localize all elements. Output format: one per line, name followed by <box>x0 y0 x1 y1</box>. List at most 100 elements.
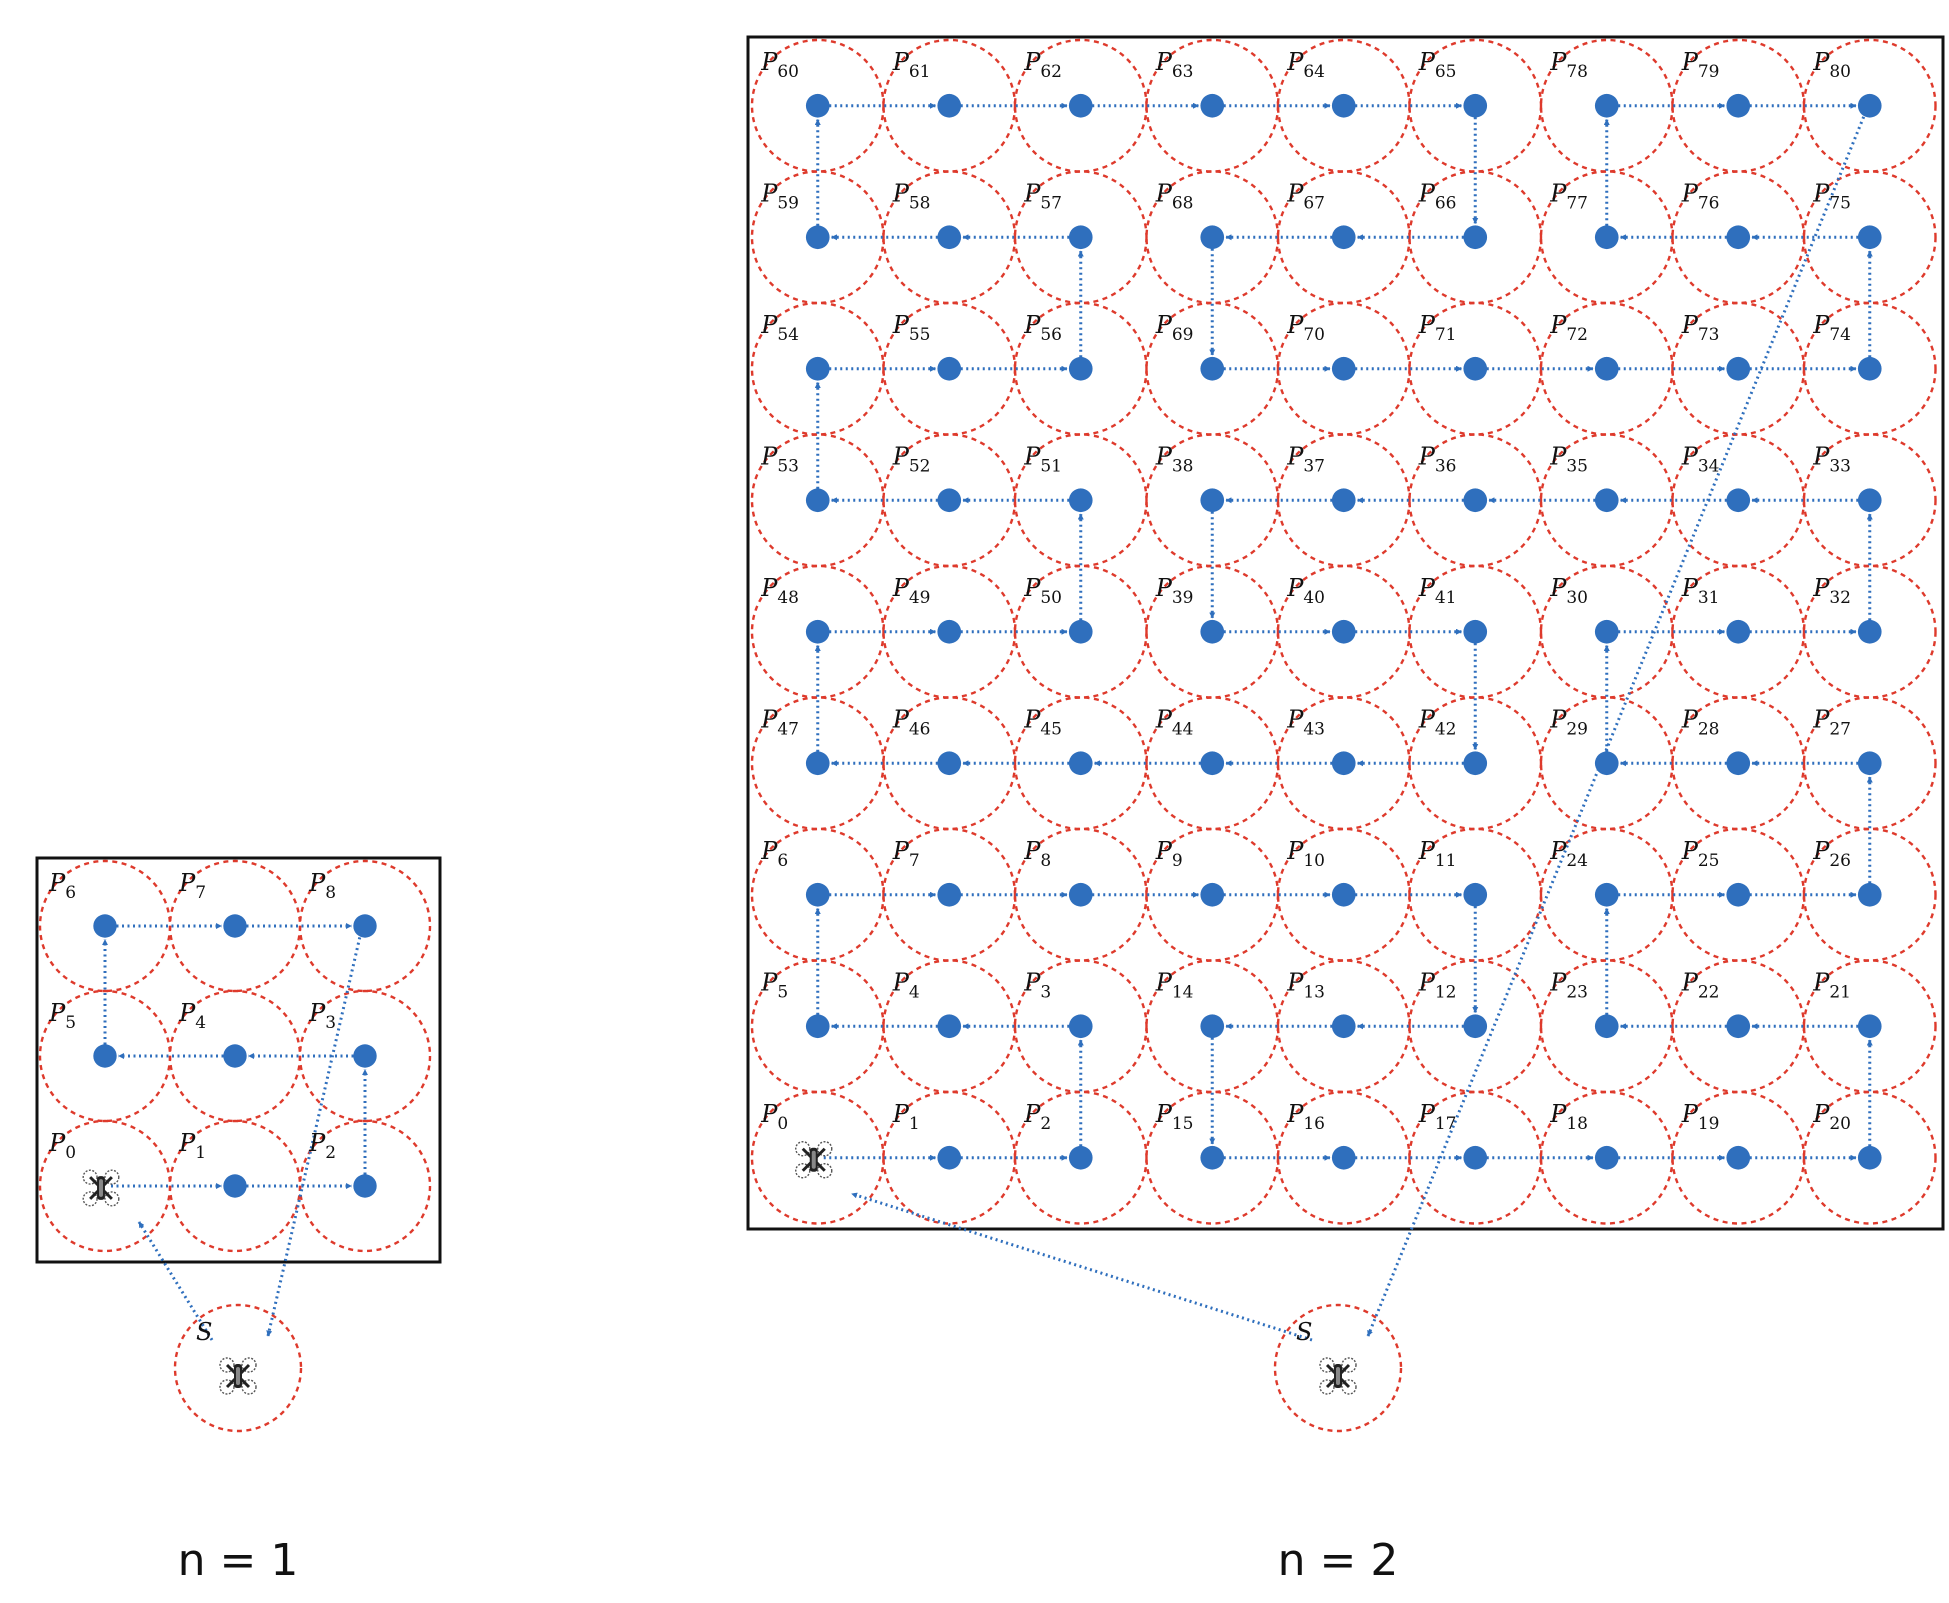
waypoint <box>1857 93 1882 118</box>
waypoint <box>1200 488 1225 513</box>
waypoint-label: P43 <box>1286 706 1325 740</box>
coverage-circle <box>298 1119 432 1253</box>
waypoint <box>1200 1014 1225 1039</box>
coverage-circle <box>1276 827 1411 962</box>
waypoint-label: P29 <box>1549 706 1588 740</box>
waypoint-label: P3 <box>308 999 336 1033</box>
waypoint-label: P64 <box>1286 48 1325 82</box>
waypoint-label: P7 <box>892 837 920 871</box>
waypoint-label: P76 <box>1681 180 1720 214</box>
coverage-circle <box>1408 38 1543 173</box>
caption-n2: n = 2 <box>1278 1535 1399 1586</box>
waypoint-label: P53 <box>760 443 799 477</box>
waypoint-label: P50 <box>1023 574 1062 608</box>
coverage-circle <box>1671 1090 1806 1225</box>
waypoint <box>805 225 830 250</box>
coverage-circle <box>1013 564 1148 699</box>
coverage-circle <box>750 1090 885 1225</box>
waypoint-label: P16 <box>1286 1100 1325 1134</box>
coverage-circle <box>1671 301 1806 436</box>
waypoint-label: P52 <box>892 443 931 477</box>
waypoint-label: P11 <box>1418 837 1457 871</box>
waypoint <box>1331 356 1356 381</box>
waypoint <box>1726 93 1751 118</box>
waypoint-label: P20 <box>1812 1100 1851 1134</box>
waypoint-label: P79 <box>1681 48 1720 82</box>
waypoint <box>1594 225 1619 250</box>
waypoint-label: P69 <box>1155 311 1194 345</box>
waypoint <box>1594 751 1619 776</box>
return-path <box>1366 111 1868 1337</box>
coverage-circle <box>1145 38 1280 173</box>
waypoint-label: P7 <box>178 869 206 903</box>
drone-icon <box>81 1168 121 1208</box>
waypoint <box>805 619 830 644</box>
waypoint <box>1331 882 1356 907</box>
waypoint <box>1068 619 1093 644</box>
coverage-circle <box>1539 959 1674 1094</box>
coverage-circle <box>1671 170 1806 305</box>
waypoint <box>93 1044 117 1068</box>
waypoint <box>937 1145 962 1170</box>
waypoint <box>1331 225 1356 250</box>
waypoint-label: P77 <box>1549 180 1588 214</box>
waypoint-label: P23 <box>1549 969 1588 1003</box>
waypoint <box>223 1044 247 1068</box>
coverage-circle <box>1671 696 1806 831</box>
coverage-circle <box>1145 170 1280 305</box>
waypoint-label: P0 <box>760 1100 788 1134</box>
waypoint <box>353 914 377 938</box>
waypoint <box>937 882 962 907</box>
coverage-circle <box>1408 170 1543 305</box>
coverage-circle <box>1802 301 1937 436</box>
coverage-circle <box>1013 301 1148 436</box>
coverage-circle <box>1145 696 1280 831</box>
waypoint <box>1594 882 1619 907</box>
waypoint <box>937 93 962 118</box>
waypoint <box>1200 1145 1225 1170</box>
waypoint <box>1726 225 1751 250</box>
coverage-circle <box>1276 433 1411 568</box>
waypoint-label: P72 <box>1549 311 1588 345</box>
coverage-circle <box>1276 38 1411 173</box>
coverage-circle <box>1539 696 1674 831</box>
waypoint-label: P1 <box>892 1100 920 1134</box>
waypoint <box>1331 488 1356 513</box>
waypoint-label: P32 <box>1812 574 1851 608</box>
coverage-circle <box>750 170 885 305</box>
coverage-circle <box>1013 1090 1148 1225</box>
waypoint-label: P17 <box>1418 1100 1457 1134</box>
waypoint <box>1331 1145 1356 1170</box>
coverage-circle <box>750 696 885 831</box>
waypoint <box>1200 619 1225 644</box>
waypoint-label: P4 <box>178 999 206 1033</box>
waypoint <box>1594 488 1619 513</box>
waypoint <box>937 225 962 250</box>
waypoint <box>1726 882 1751 907</box>
waypoint <box>1331 751 1356 776</box>
waypoint <box>1463 93 1488 118</box>
coverage-circle <box>882 301 1017 436</box>
waypoint <box>805 751 830 776</box>
waypoint-label: P2 <box>1023 1100 1051 1134</box>
coverage-circle <box>1539 1090 1674 1225</box>
coverage-circle <box>1276 564 1411 699</box>
waypoint <box>1200 93 1225 118</box>
coverage-circle <box>1539 170 1674 305</box>
waypoint <box>353 1174 377 1198</box>
waypoint <box>1068 356 1093 381</box>
coverage-circle <box>1408 696 1543 831</box>
coverage-circle <box>750 564 885 699</box>
waypoint-label: P68 <box>1155 180 1194 214</box>
coverage-circle <box>1145 433 1280 568</box>
waypoint-label: P48 <box>760 574 799 608</box>
waypoint <box>805 488 830 513</box>
coverage-circle <box>1802 170 1937 305</box>
waypoint-label: P30 <box>1549 574 1588 608</box>
waypoint-label: P8 <box>1023 837 1051 871</box>
coverage-circle <box>1013 827 1148 962</box>
waypoint <box>1068 488 1093 513</box>
coverage-circle <box>298 989 432 1123</box>
waypoint-label: P3 <box>1023 969 1051 1003</box>
